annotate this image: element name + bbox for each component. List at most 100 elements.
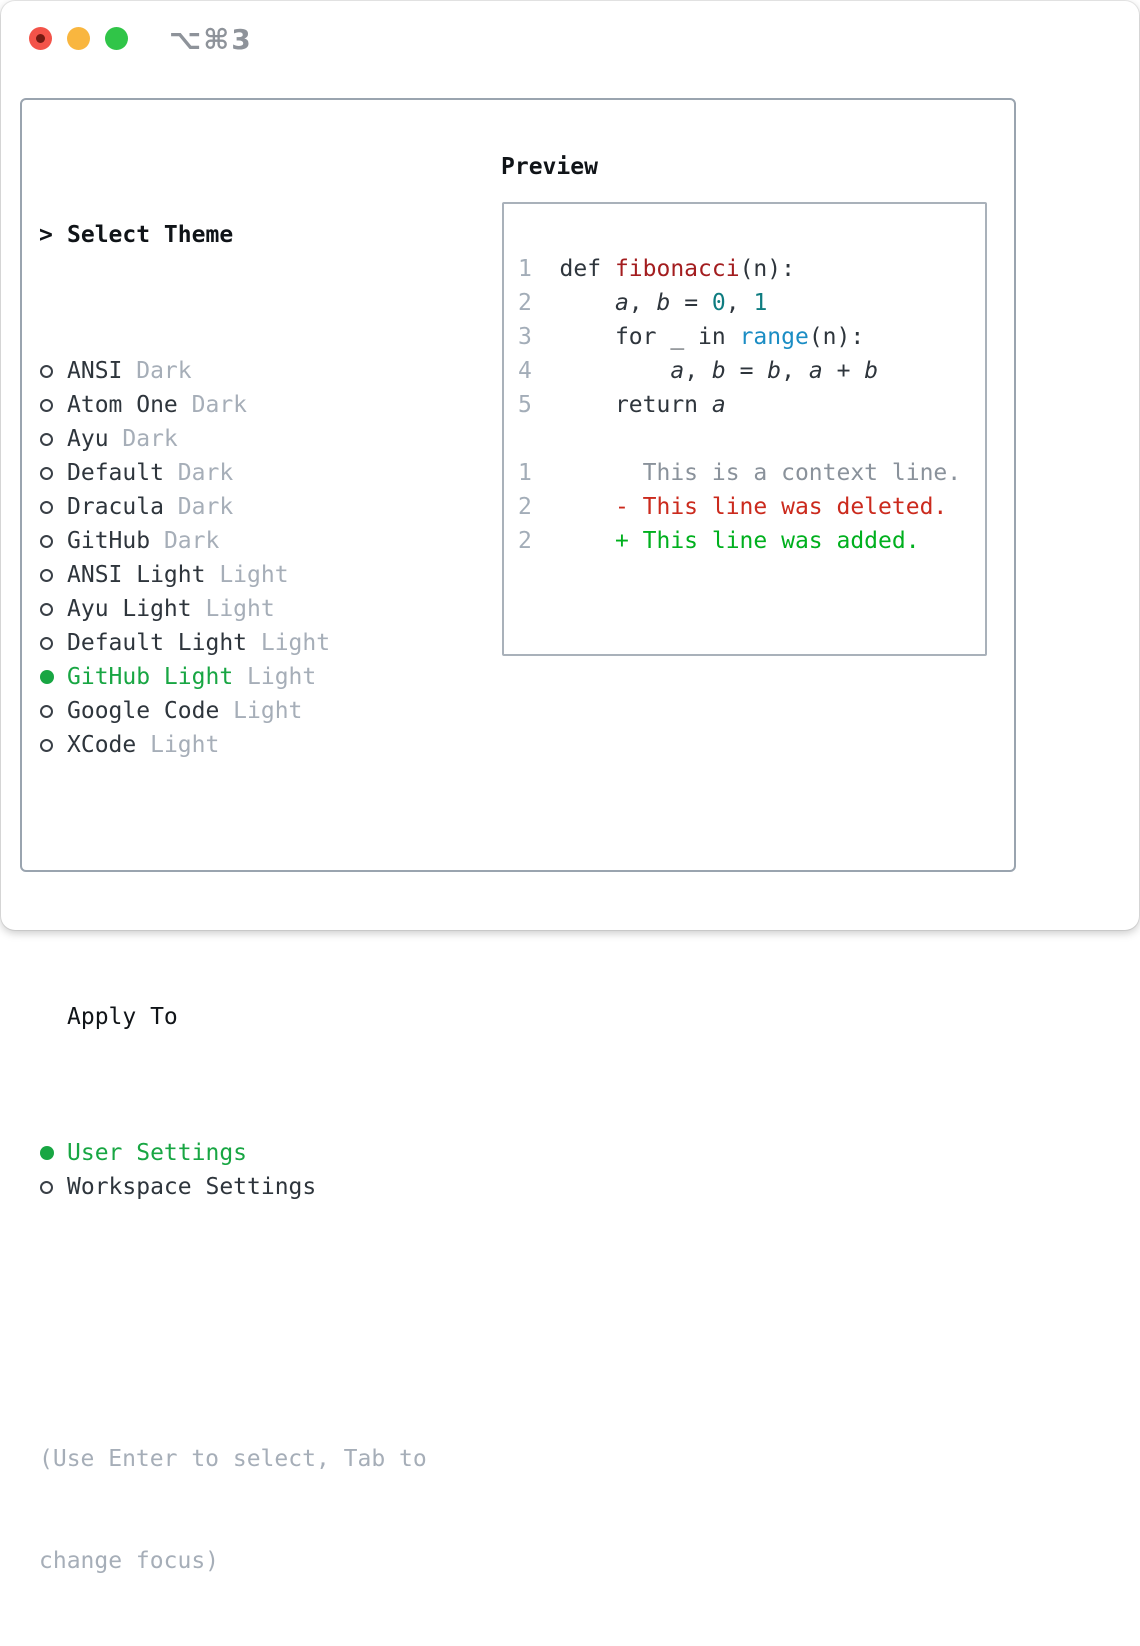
title-bar: ⌥⌘3	[1, 1, 1139, 75]
theme-option[interactable]: ANSI Dark	[39, 354, 427, 388]
radio-icon	[40, 467, 53, 480]
option-label: XCode	[67, 728, 136, 762]
code-token: (n):	[809, 324, 864, 350]
theme-option[interactable]: Google Code Light	[39, 694, 427, 728]
code-token: a	[670, 358, 684, 384]
select-theme-title: Select Theme	[67, 218, 233, 252]
bullet-cell	[39, 569, 67, 582]
option-label: Workspace Settings	[67, 1170, 316, 1204]
bullet-cell	[39, 705, 67, 718]
zoom-button[interactable]	[105, 27, 128, 50]
code-token: ,	[726, 290, 754, 316]
select-theme-header: > Select Theme	[39, 218, 427, 252]
apply-option[interactable]: User Settings	[39, 1136, 427, 1170]
option-variant-tag: Light	[150, 728, 219, 762]
radio-icon	[40, 705, 53, 718]
code-token: - This line was deleted.	[615, 494, 947, 520]
radio-icon	[40, 569, 53, 582]
code-token: (n):	[740, 256, 795, 282]
code-token: b	[767, 358, 781, 384]
option-variant-tag: Dark	[178, 490, 233, 524]
option-label: Google Code	[67, 694, 219, 728]
bullet-cell	[39, 467, 67, 480]
option-label: Default	[67, 456, 164, 490]
theme-option[interactable]: Ayu Dark	[39, 422, 427, 456]
option-label: Ayu	[67, 422, 109, 456]
code-token: =	[670, 290, 712, 316]
code-token: a	[615, 290, 629, 316]
prompt-icon: >	[39, 218, 67, 252]
radio-icon	[40, 1181, 53, 1194]
apply-to-title: Apply To	[67, 1000, 178, 1034]
code-token: + This line was added.	[615, 528, 920, 554]
line-number: 5	[518, 392, 615, 418]
option-variant-tag: Light	[205, 592, 274, 626]
option-variant-tag: Dark	[136, 354, 191, 388]
preview-title: Preview	[501, 150, 598, 184]
code-token: for _ in	[615, 324, 740, 350]
option-variant-tag: Dark	[192, 388, 247, 422]
code-token: ,	[629, 290, 657, 316]
option-label: Ayu Light	[67, 592, 192, 626]
bullet-cell	[39, 637, 67, 650]
option-variant-tag: Light	[233, 694, 302, 728]
line-number: 1	[518, 460, 643, 486]
code-line: 2 + This line was added.	[518, 524, 985, 558]
radio-icon	[40, 433, 53, 446]
code-token: return	[615, 392, 712, 418]
theme-option[interactable]: Default Dark	[39, 456, 427, 490]
help-text-line-2: change focus)	[39, 1544, 427, 1578]
bullet-cell	[39, 739, 67, 752]
code-token: b	[864, 358, 878, 384]
line-number: 2	[518, 290, 615, 316]
code-token: b	[712, 358, 726, 384]
bullet-cell	[39, 501, 67, 514]
code-token: a	[712, 392, 726, 418]
code-token: ,	[781, 358, 809, 384]
option-label: ANSI	[67, 354, 122, 388]
close-button[interactable]	[29, 27, 52, 50]
option-label: GitHub	[67, 524, 150, 558]
option-label: Default Light	[67, 626, 247, 660]
radio-selected-icon	[40, 670, 54, 684]
code-line: 5 return a	[518, 388, 985, 422]
window-title-shortcut: ⌥⌘3	[169, 23, 253, 56]
radio-icon	[40, 535, 53, 548]
theme-option[interactable]: Default Light Light	[39, 626, 427, 660]
bullet-cell	[39, 670, 67, 684]
radio-icon	[40, 603, 53, 616]
help-text-line-1: (Use Enter to select, Tab to	[39, 1442, 427, 1476]
apply-to-header: Apply To	[39, 1000, 427, 1034]
radio-icon	[40, 637, 53, 650]
bullet-cell	[39, 365, 67, 378]
option-variant-tag: Dark	[178, 456, 233, 490]
option-variant-tag: Light	[261, 626, 330, 660]
theme-option[interactable]: Ayu Light Light	[39, 592, 427, 626]
code-line: 1 def fibonacci(n):	[518, 252, 985, 286]
option-variant-tag: Dark	[122, 422, 177, 456]
code-line: 4 a, b = b, a + b	[518, 354, 985, 388]
bullet-cell	[39, 1181, 67, 1194]
option-label: User Settings	[67, 1136, 247, 1170]
code-token: 1	[753, 290, 767, 316]
code-token: b	[657, 290, 671, 316]
option-label: ANSI Light	[67, 558, 205, 592]
code-token: def	[560, 256, 615, 282]
theme-option[interactable]: XCode Light	[39, 728, 427, 762]
bullet-cell	[39, 603, 67, 616]
apply-option[interactable]: Workspace Settings	[39, 1170, 427, 1204]
code-token: +	[823, 358, 865, 384]
code-token: a	[809, 358, 823, 384]
minimize-button[interactable]	[67, 27, 90, 50]
code-line: 3 for _ in range(n):	[518, 320, 985, 354]
